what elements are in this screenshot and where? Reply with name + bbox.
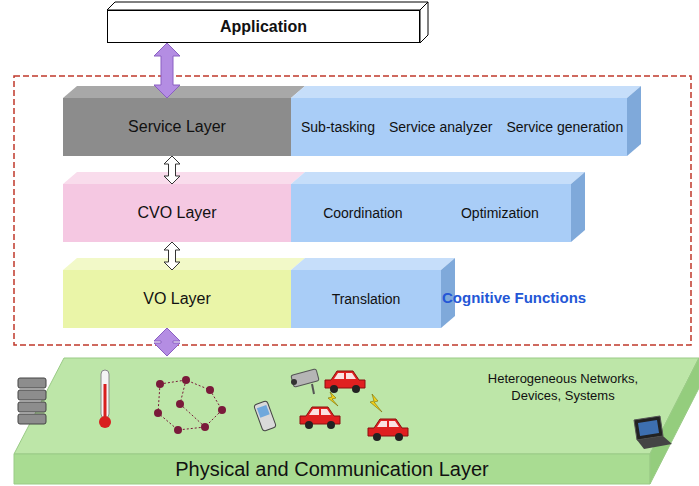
device-icons <box>325 371 365 393</box>
network-nodes <box>218 406 226 414</box>
laptop-icon <box>638 420 659 436</box>
network-nodes <box>156 380 164 388</box>
block-arrow <box>154 328 180 356</box>
function-box: Sub-tasking Service analyzer Service gener… <box>291 98 627 156</box>
network-nodes <box>182 376 190 384</box>
laptop-icon <box>634 416 663 440</box>
wireless-link <box>328 392 382 412</box>
thermometer-icon <box>101 370 109 418</box>
phone-icon <box>254 400 277 431</box>
camera-icon <box>291 379 297 385</box>
server-icon <box>18 378 46 388</box>
server-icon <box>18 402 46 412</box>
region-label: Cognitive Functions <box>442 289 586 306</box>
laptop-icon <box>637 436 672 449</box>
device-icons <box>300 407 340 429</box>
phone-icon <box>257 405 270 418</box>
network-nodes <box>174 426 182 434</box>
server-icon <box>18 414 46 424</box>
box-label: Service generation <box>506 119 623 135</box>
platform-side <box>650 358 699 484</box>
laptop-icon <box>634 416 672 449</box>
application-box: Application <box>107 10 420 43</box>
box-top-face <box>63 86 305 98</box>
layer-box: Service Layer <box>63 98 291 156</box>
thermometer-icon <box>99 416 111 428</box>
platform-front <box>14 454 650 484</box>
layer-title: Physical and Communication Layer <box>14 457 650 481</box>
box-top-face <box>291 172 585 184</box>
cognitive-region <box>14 76 691 345</box>
network-nodes <box>176 400 184 408</box>
hollow-arrow <box>164 156 180 184</box>
box-side-face <box>420 2 428 43</box>
thermometer-icon <box>104 384 107 420</box>
network-graph-icon <box>180 404 205 427</box>
box-top-face <box>107 2 428 10</box>
box-label: Sub-tasking <box>301 119 375 135</box>
box-label: Service analyzer <box>389 119 493 135</box>
network-nodes <box>201 423 209 431</box>
device-note: Heterogeneous Networks, Devices, Systems <box>478 370 648 404</box>
box-label: VO Layer <box>143 290 211 308</box>
box-top-face <box>63 258 305 270</box>
box-label: CVO Layer <box>137 204 216 222</box>
function-box: Coordination Optimization <box>291 184 571 242</box>
server-icon <box>18 390 46 400</box>
box-top-face <box>63 172 305 184</box>
layer-box: VO Layer <box>63 270 291 328</box>
box-side-face <box>627 86 641 156</box>
camera-icon <box>291 369 319 394</box>
network-nodes <box>154 376 226 434</box>
platform-top <box>14 358 699 454</box>
wireless-link <box>370 394 382 412</box>
box-side-face <box>571 172 585 242</box>
box-label: Coordination <box>323 205 402 221</box>
network-nodes <box>206 386 214 394</box>
box-top-face <box>291 86 641 98</box>
block-arrow <box>154 43 180 98</box>
phone-icon <box>254 400 277 431</box>
box-top-face <box>291 258 455 270</box>
box-label: Service Layer <box>128 118 226 136</box>
box-label: Optimization <box>461 205 539 221</box>
physical-platform: Physical and Communication Layer Heteroge… <box>0 356 699 486</box>
wireless-link <box>328 392 338 406</box>
box-label: Application <box>220 18 307 36</box>
layer-box: CVO Layer <box>63 184 291 242</box>
network-nodes <box>154 409 162 417</box>
network-graph-icon <box>180 380 186 404</box>
function-box: Translation <box>291 270 441 328</box>
hollow-arrow <box>164 242 180 270</box>
server-icon <box>18 378 46 424</box>
camera-icon <box>312 384 314 394</box>
thermometer-icon <box>99 370 111 428</box>
box-label: Translation <box>332 291 401 307</box>
network-graph-icon <box>158 380 222 430</box>
network-graph-icon <box>158 380 222 430</box>
device-icons <box>368 419 408 441</box>
camera-icon <box>291 369 319 387</box>
